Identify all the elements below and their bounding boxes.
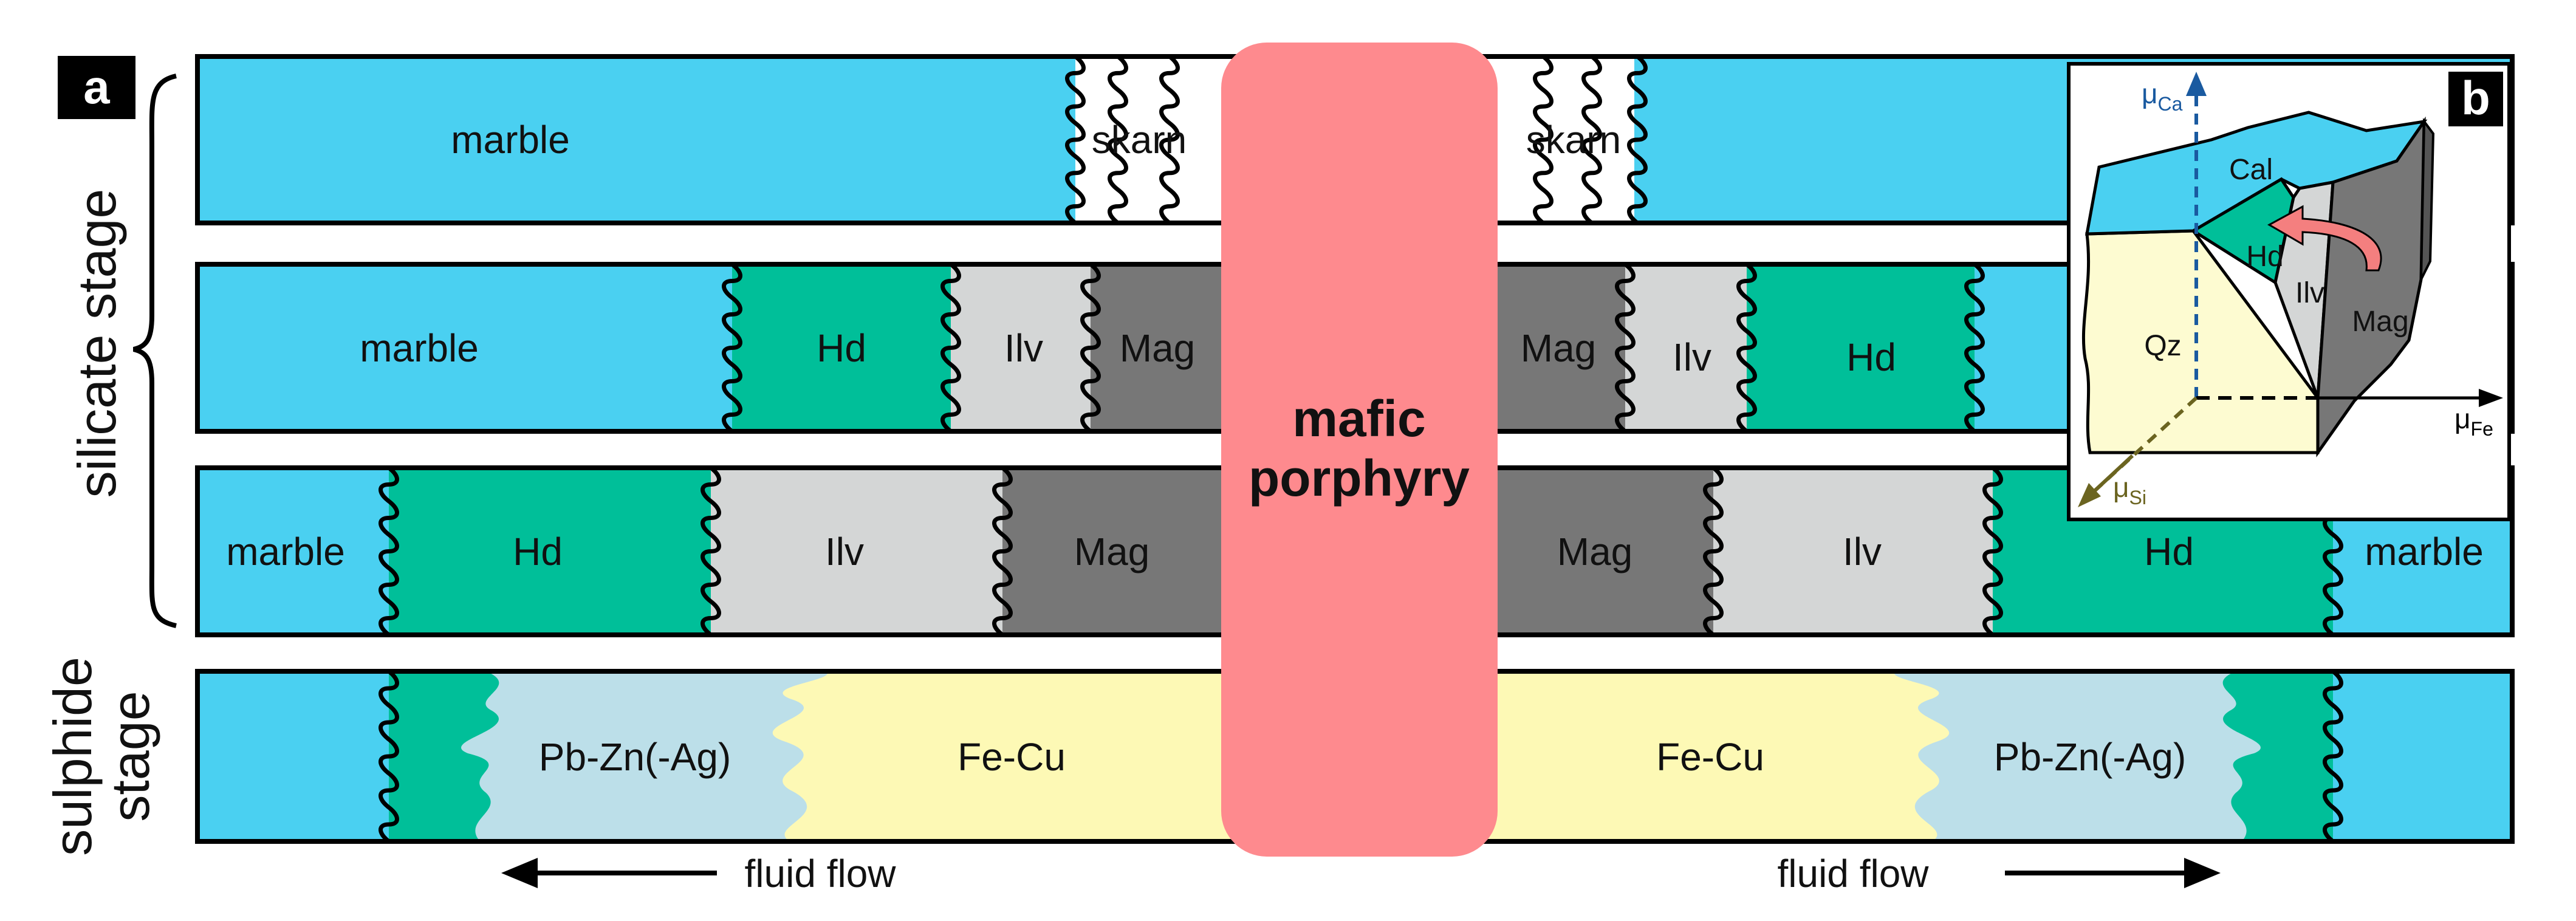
- fluid-flow-label-right: fluid flow: [1778, 852, 1930, 895]
- pbzn-zone-left: [461, 671, 851, 841]
- zone-contact-line: [1581, 55, 1602, 225]
- mag-side-face: [2420, 118, 2435, 280]
- silicate-stage-brace: [132, 74, 177, 628]
- row2-marble: marble: [360, 326, 479, 370]
- hd-label: Hd: [2246, 241, 2283, 273]
- fluid-flow-left: fluid flow: [501, 852, 896, 895]
- reaction-arrow: [2267, 205, 2382, 272]
- fecu-zone-left: [772, 671, 1276, 841]
- pbzn-zone-right: [1871, 671, 2261, 841]
- zone-contact-line: [1065, 55, 1086, 225]
- row2-ilv-right: Ilv: [1673, 335, 1711, 379]
- zone-contact-line: [1982, 466, 2003, 637]
- qz-label: Qz: [2144, 330, 2181, 362]
- zone-contact-line: [1736, 262, 1757, 433]
- zone-contact-line: [2323, 669, 2343, 843]
- fe-axis-label: μFe: [2454, 403, 2493, 440]
- row1-marble-left: marble: [451, 118, 570, 162]
- row1-skarn-left: skarn: [1092, 118, 1187, 162]
- row2-ilv-left: Ilv: [1004, 326, 1043, 370]
- panel-b-inset: b Cal Hd Ilv Mag Qz μCa μFe μSi: [2067, 62, 2511, 521]
- zone-contact-line: [1080, 262, 1101, 433]
- zone-contact-line: [1627, 55, 1648, 225]
- mag-face: [2316, 116, 2426, 457]
- cal-label: Cal: [2229, 154, 2273, 186]
- row3-ilv-left: Ilv: [825, 530, 864, 573]
- porphyry-label-line1: mafic: [1292, 390, 1425, 447]
- zone-contact-line: [1159, 55, 1180, 225]
- row1-skarn-right: skarn: [1526, 118, 1622, 162]
- row2-mag-left: Mag: [1120, 326, 1196, 370]
- porphyry-label-line2: porphyry: [1249, 450, 1470, 507]
- row3-ilv-right: Ilv: [1843, 530, 1882, 573]
- ilv-label: Ilv: [2295, 277, 2324, 309]
- row4-fecu-right: Fe-Cu: [1656, 735, 1764, 779]
- panel-a-letter: a: [83, 60, 110, 114]
- row4-fecu-left: Fe-Cu: [957, 735, 1066, 779]
- row3-marble-left: marble: [226, 530, 345, 573]
- zone-contact-line: [701, 466, 721, 637]
- sulphide-stage-label-line1: sulphide: [43, 657, 103, 856]
- zone-contact-line: [379, 669, 399, 843]
- row3-hd-left: Hd: [513, 530, 563, 573]
- si-axis-label: μSi: [2113, 471, 2146, 508]
- row3-mag-left: Mag: [1074, 530, 1150, 573]
- zone-contact-line: [992, 466, 1013, 637]
- fluid-flow-label-left: fluid flow: [745, 852, 897, 895]
- zone-contact-line: [940, 262, 961, 433]
- zone-contact-line: [722, 262, 742, 433]
- row4-pbzn-right: Pb-Zn(-Ag): [1994, 735, 2187, 779]
- fecu-zone-right: [1446, 671, 1950, 841]
- qz-face: [2081, 229, 2320, 454]
- zone-contact-line: [1703, 466, 1724, 637]
- zone-contact-line: [1615, 262, 1636, 433]
- row4-pbzn-left: Pb-Zn(-Ag): [539, 735, 731, 779]
- silicate-stage-label: silicate stage: [67, 189, 127, 498]
- row3-mag-right: Mag: [1557, 530, 1633, 573]
- zone-contact-line: [379, 466, 399, 637]
- mafic-porphyry-intrusion: mafic porphyry: [1221, 43, 1498, 857]
- zone-contact-line: [1533, 55, 1553, 225]
- sulphide-stage-label-line2: stage: [100, 691, 160, 821]
- panel-b-letter: b: [2461, 71, 2490, 125]
- row3-hd-right: Hd: [2144, 530, 2194, 573]
- zone-contact-line: [1964, 262, 1985, 433]
- ca-axis-label: μCa: [2142, 78, 2183, 115]
- zone-contact-line: [1108, 55, 1128, 225]
- row3-marble-right: marble: [2365, 530, 2484, 573]
- row2-mag-right: Mag: [1521, 326, 1597, 370]
- mag-label: Mag: [2352, 306, 2408, 338]
- row2-hd-left: Hd: [817, 326, 866, 370]
- panel-a-label: a: [58, 56, 135, 119]
- fluid-flow-right: fluid flow: [1778, 852, 2221, 895]
- row2-hd-right: Hd: [1846, 335, 1896, 379]
